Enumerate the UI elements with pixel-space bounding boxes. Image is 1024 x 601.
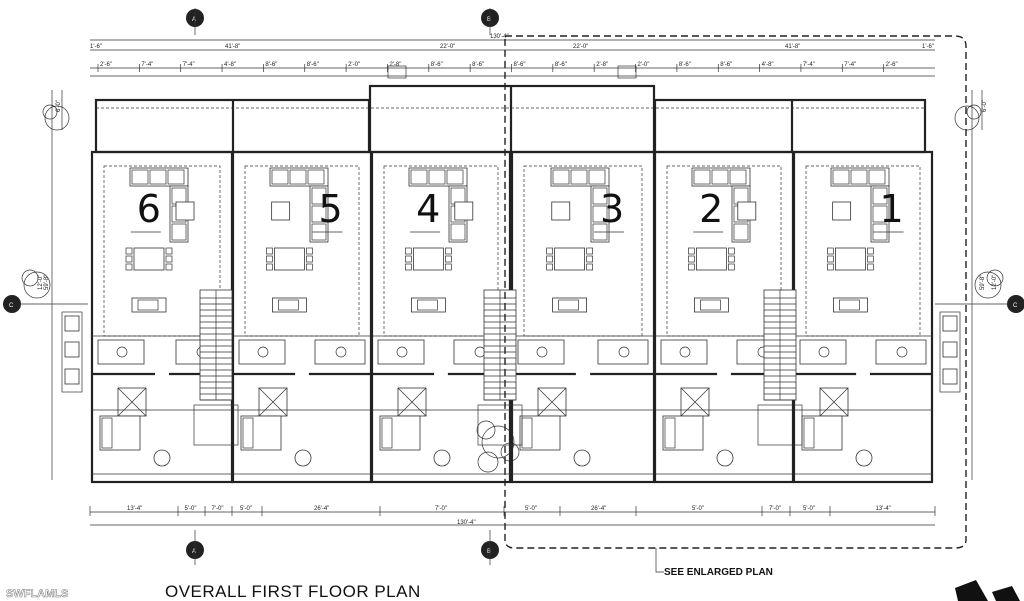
top-detail-dim-2: 7'-4"	[183, 62, 195, 68]
upper-band	[94, 65, 927, 154]
left-overall-dimension: 59'-8"	[44, 275, 50, 290]
top-seg-2: 41'-8"	[225, 44, 240, 50]
svg-text:A: A	[192, 549, 196, 555]
bottom-seg-dim-4: 26'-4"	[314, 506, 329, 512]
see-enlarged-plan-note: SEE ENLARGED PLAN	[664, 567, 773, 578]
grid-marker-c-right	[1007, 295, 1024, 313]
unit-number-1: 1	[880, 187, 904, 231]
top-detail-dim-19: 2'-6"	[886, 62, 898, 68]
top-detail-dim-17: 7'-4"	[803, 62, 815, 68]
top-detail-dim-9: 8'-6"	[472, 62, 484, 68]
unit-3: 3	[510, 150, 656, 484]
top-detail-dim-8: 8'-6"	[431, 62, 443, 68]
unit-4: 4	[370, 150, 512, 484]
top-detail-dim-13: 2'-0"	[638, 62, 650, 68]
bottom-segment-dimensions: 13'-4" 5'-0" 7'-0" 5'-0" 26'-4" 7'-0" 5'-0" 26'…	[89, 506, 936, 516]
top-detail-dim-7: 2'-8"	[389, 62, 401, 68]
top-detail-dim-5: 8'-6"	[307, 62, 319, 68]
bottom-seg-dim-0: 13'-4"	[127, 506, 142, 512]
top-seg-6: 1'-6"	[922, 44, 934, 50]
top-detail-dim-4: 8'-6"	[265, 62, 277, 68]
stair-1	[193, 289, 239, 446]
note-leader	[655, 548, 664, 573]
unit-number-6: 6	[137, 187, 161, 231]
svg-text:C: C	[9, 303, 14, 309]
bottom-seg-dim-7: 26'-4"	[591, 506, 606, 512]
overall-top-dimension: 130'-4"	[490, 34, 509, 40]
bottom-seg-dim-5: 7'-0"	[435, 506, 447, 512]
top-detail-dim-12: 2'-8"	[596, 62, 608, 68]
stairs-layer	[193, 289, 803, 446]
left-sub-dimension: 12'-0"	[38, 275, 44, 290]
shrub-symbols	[21, 104, 1004, 473]
unit-number-4: 4	[416, 187, 440, 231]
top-detail-dim-3: 4'-8"	[224, 62, 236, 68]
right-top-dimension: 6'-0"	[982, 100, 988, 112]
enlarged-plan-boundary	[504, 35, 967, 549]
unit-5: 5	[231, 150, 373, 484]
stair-3	[757, 289, 803, 446]
top-detail-dim-14: 8'-6"	[679, 62, 691, 68]
top-detail-dim-16: 4'-8"	[762, 62, 774, 68]
right-overall-dimension: 59'-8"	[980, 275, 986, 290]
top-detail-dim-18: 7'-4"	[844, 62, 856, 68]
top-seg-4: 22'-0"	[573, 44, 588, 50]
bottom-seg-dim-2: 7'-0"	[212, 506, 224, 512]
unit-number-2: 2	[699, 187, 723, 231]
bottom-seg-dim-10: 5'-0"	[803, 506, 815, 512]
unit-1: 1	[792, 150, 934, 484]
bottom-seg-dim-9: 7'-0"	[769, 506, 781, 512]
top-detail-dim-10: 8'-6"	[514, 62, 526, 68]
grid-markers: A B A B C C	[3, 8, 1024, 565]
top-seg-5: 41'-8"	[785, 44, 800, 50]
bottom-seg-dim-6: 5'-0"	[525, 506, 537, 512]
end-equipment	[61, 311, 961, 393]
top-seg-3: 22'-0"	[440, 44, 455, 50]
unit-number-3: 3	[600, 187, 624, 231]
top-detail-dim-1: 7'-4"	[141, 62, 153, 68]
top-detail-dim-6: 2'-0"	[348, 62, 360, 68]
plan-title: OVERALL FIRST FLOOR PLAN	[165, 582, 421, 601]
north-arrow	[955, 580, 1020, 601]
svg-text:A: A	[192, 17, 196, 23]
right-sub-dimension: 12'-0"	[992, 275, 998, 290]
svg-text:B: B	[487, 17, 491, 23]
unit-number-5: 5	[319, 187, 343, 231]
bottom-seg-dim-11: 13'-4"	[876, 506, 891, 512]
bottom-dimension-strings: 130'-4"	[90, 511, 935, 526]
top-dimension-strings: 130'-4" 1'-6" 41'-8" 22'-0" 22'-0" 41'-8…	[90, 34, 935, 77]
bottom-seg-dim-1: 5'-0"	[185, 506, 197, 512]
top-detail-dim-0: 2'-6"	[100, 62, 112, 68]
top-detail-dim-11: 8'-6"	[555, 62, 567, 68]
unit-6: 6	[90, 150, 234, 484]
grid-marker-c-left	[3, 295, 21, 313]
overall-bottom-dimension: 130'-4"	[457, 520, 476, 526]
svg-text:B: B	[487, 549, 491, 555]
top-detail-dim-15: 8'-6"	[720, 62, 732, 68]
side-dimensions: 59'-8" 6'-0" 59'-8" 6'-0" 12'-0" 12'-0"	[38, 90, 998, 480]
watermark: SWFLAMLS	[6, 588, 68, 600]
svg-text:C: C	[1013, 303, 1018, 309]
stair-2	[477, 289, 523, 446]
bottom-seg-dim-3: 5'-0"	[240, 506, 252, 512]
bottom-seg-dim-8: 5'-0"	[692, 506, 704, 512]
top-seg-1: 1'-6"	[90, 44, 102, 50]
top-detail-dimensions: 2'-6" 7'-4" 7'-4" 4'-8" 8'-6" 8'-6" 2'-0" 2'-8"…	[97, 62, 898, 72]
